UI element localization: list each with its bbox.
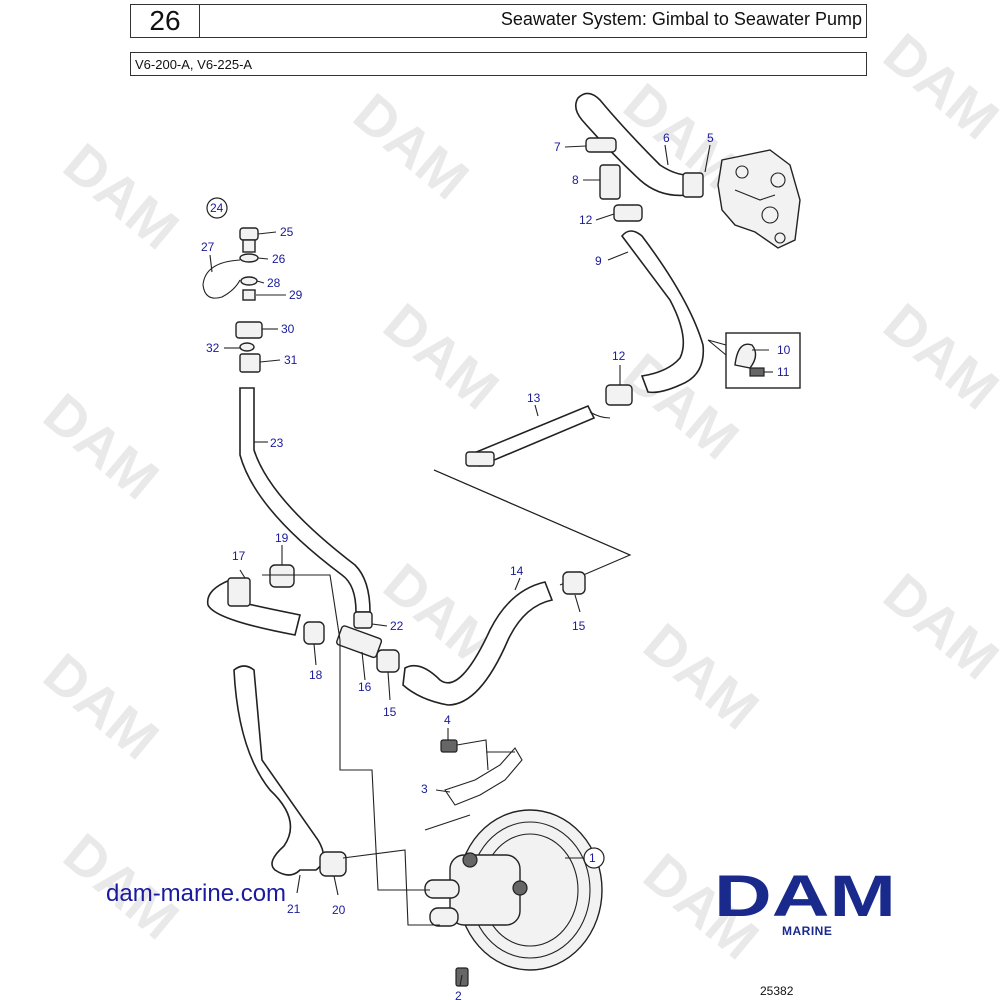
callout-14: 14: [510, 564, 524, 578]
header-box: 26 Seawater System: Gimbal to Seawater P…: [130, 4, 867, 38]
clamp-19: [269, 564, 295, 588]
callout-31: 31: [284, 353, 298, 367]
callout-4: 4: [444, 713, 451, 727]
callout-30: 30: [281, 322, 295, 336]
page-title: Seawater System: Gimbal to Seawater Pump: [500, 9, 862, 29]
logo-text: DAM: [714, 870, 896, 922]
callout-1: 1: [589, 851, 596, 865]
watermark-text: DAM: [372, 291, 510, 421]
callout-8: 8: [572, 173, 579, 187]
watermark-text: DAM: [872, 21, 1000, 151]
hose-23: [239, 387, 371, 613]
hose-21: [233, 665, 325, 876]
clamp-12-top: [613, 204, 643, 222]
page-number: 26: [131, 5, 200, 37]
watermark-text: DAM: [52, 131, 190, 261]
clamp-12-mid: [605, 384, 633, 406]
screw-11: [749, 367, 765, 377]
watermark-text: DAM: [32, 381, 170, 511]
drawing-number: 25382: [760, 984, 794, 998]
model-list: V6-200-A, V6-225-A: [130, 52, 867, 76]
callout-9: 9: [595, 254, 602, 268]
callout-26: 26: [272, 252, 286, 266]
clamp-13: [465, 451, 495, 467]
callout-15-right: 15: [572, 619, 586, 633]
callout-29: 29: [289, 288, 303, 302]
watermark-text: DAM: [872, 291, 1000, 421]
clamp-15-right: [562, 571, 586, 595]
clamp-22: [353, 611, 373, 629]
callout-20: 20: [332, 903, 346, 917]
hose-9: [620, 230, 705, 394]
bolt-4: [440, 739, 458, 753]
callout-12-mid: 12: [612, 349, 626, 363]
website-link[interactable]: dam-marine.com: [106, 880, 287, 907]
callout-5: 5: [707, 131, 714, 145]
logo-subtext: MARINE: [782, 924, 833, 938]
callout-circle-24: [206, 197, 228, 219]
hose-17: [206, 578, 301, 636]
vent-assembly: [202, 227, 263, 373]
callout-2: 2: [455, 989, 462, 1000]
callout-25: 25: [280, 225, 294, 239]
callout-23: 23: [270, 436, 284, 450]
seawater-pump: [424, 809, 603, 971]
gimbal-bracket: [717, 149, 801, 249]
clamp-7: [585, 137, 617, 153]
callout-labels: 1 2 3 4 5 6 7 8 9 10 11 12 12 13 14 15 1…: [201, 131, 791, 1000]
callout-13: 13: [527, 391, 541, 405]
clamp-15-left: [376, 649, 400, 673]
callout-17: 17: [232, 549, 246, 563]
callout-16: 16: [358, 680, 372, 694]
callout-12-top: 12: [579, 213, 593, 227]
hose-14: [402, 581, 554, 706]
dam-logo: DAM: [714, 870, 896, 922]
callout-24: 24: [210, 201, 224, 215]
callout-11: 11: [777, 365, 790, 379]
callout-15-left: 15: [383, 705, 397, 719]
clamp-5: [682, 172, 704, 198]
watermark-text: DAM: [342, 81, 480, 211]
callout-3: 3: [421, 782, 428, 796]
callout-22: 22: [390, 619, 404, 633]
callout-7: 7: [554, 140, 561, 154]
watermark-text: DAM: [872, 561, 1000, 691]
callout-28: 28: [267, 276, 281, 290]
leader-lines: [209, 144, 773, 987]
watermark-text: DAM: [32, 641, 170, 771]
callout-21: 21: [287, 902, 301, 916]
callout-32: 32: [206, 341, 220, 355]
callout-10: 10: [777, 343, 791, 357]
callout-6: 6: [663, 131, 670, 145]
clamp-18: [303, 621, 325, 645]
callout-27: 27: [201, 240, 215, 254]
bracket-3: [444, 747, 523, 806]
clamp-20: [319, 851, 347, 877]
clip-10: [734, 343, 757, 369]
watermark-text: DAM: [632, 611, 770, 741]
callout-19: 19: [275, 531, 289, 545]
fitting-17: [227, 577, 251, 607]
connector-16: [336, 625, 383, 659]
connector-8: [599, 164, 621, 200]
callout-18: 18: [309, 668, 323, 682]
